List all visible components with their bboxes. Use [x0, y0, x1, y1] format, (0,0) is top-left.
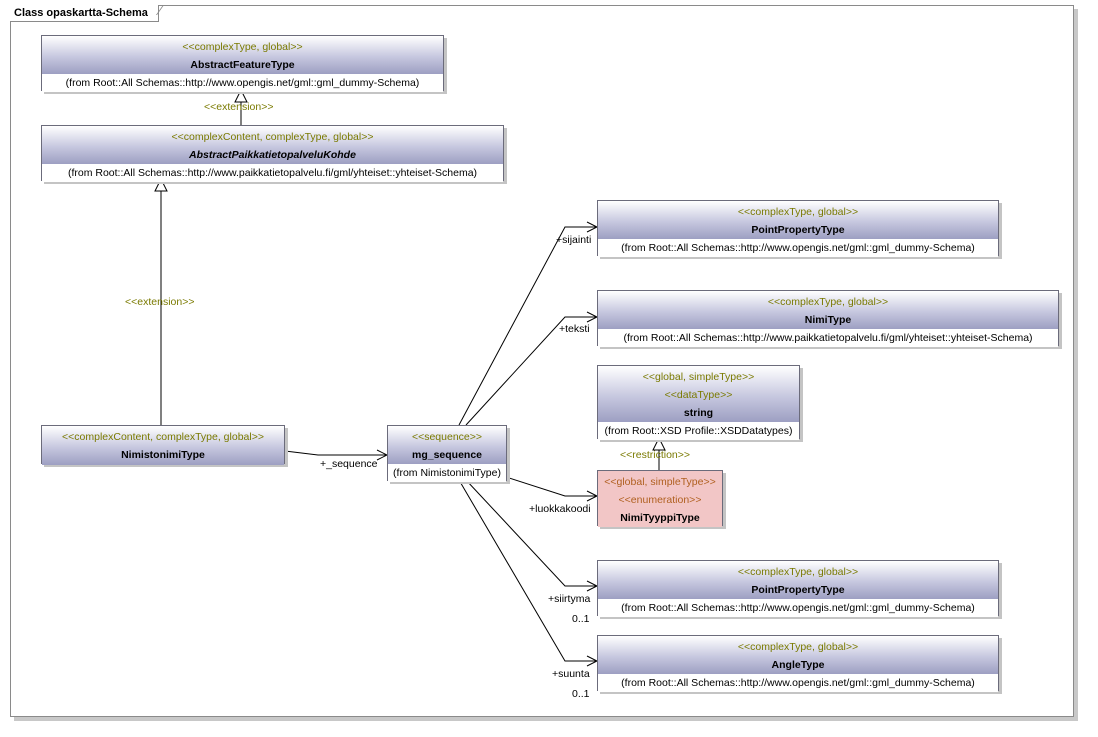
class-origin: (from Root::All Schemas::http://www.open… [598, 239, 998, 257]
class-stereotype-datatype: <<dataType>> [664, 389, 733, 401]
class-name: NimistonimiType [121, 449, 205, 461]
sijainti-edge [458, 226, 597, 426]
class-origin: (from Root::All Schemas::http://www.open… [598, 674, 998, 692]
role-sijainti: +sijainti [556, 234, 592, 246]
class-origin: (from Root::XSD Profile::XSDDatatypes) [598, 422, 799, 440]
class-name: PointPropertyType [751, 584, 845, 596]
suunta-edge [458, 479, 597, 662]
extension-arrowhead-1 [234, 88, 248, 103]
class-point-property-type[interactable]: <<complexType, global>> PointPropertyTyp… [597, 200, 999, 257]
class-stereotype: <<complexType, global>> [182, 41, 303, 53]
class-name: AbstractFeatureType [190, 59, 295, 71]
class-point-property-type-2[interactable]: <<complexType, global>> PointPropertyTyp… [597, 560, 999, 617]
luokkakoodi-edge [505, 476, 597, 497]
class-origin: (from NimistonimiType) [388, 464, 506, 482]
class-stereotype: <<complexContent, complexType, global>> [62, 431, 264, 443]
restriction-arrowhead [652, 436, 666, 451]
class-nimistonimi-type[interactable]: <<complexContent, complexType, global>> … [41, 425, 285, 465]
class-origin: (from Root::All Schemas::http://www.paik… [42, 164, 503, 182]
class-stereotype: <<complexType, global>> [767, 296, 889, 308]
role-siirtyma: +siirtyma [548, 593, 591, 605]
restriction-label: <<restriction>> [620, 449, 691, 461]
multiplicity-suunta: 0..1 [572, 688, 590, 700]
class-string[interactable]: <<global, simpleType>> <<dataType>> stri… [597, 365, 800, 440]
teksti-edge [465, 316, 597, 426]
class-mg-sequence[interactable]: <<sequence>> mg_sequence (from Nimistoni… [387, 425, 507, 482]
class-angle-type[interactable]: <<complexType, global>> AngleType (from … [597, 635, 999, 692]
role-teksti: +teksti [559, 323, 590, 335]
class-origin: (from Root::All Schemas::http://www.open… [598, 599, 998, 617]
extension-label-1: <<extension>> [204, 101, 274, 113]
role-luokkakoodi: +luokkakoodi [529, 503, 591, 515]
multiplicity-siirtyma: 0..1 [572, 613, 590, 625]
class-name: NimiType [804, 314, 852, 326]
class-origin: (from Root::All Schemas::http://www.open… [42, 74, 443, 92]
class-stereotype: <<sequence>> [411, 431, 483, 443]
enum-nimi-tyyppi-type[interactable]: <<global, simpleType>> <<enumeration>> N… [597, 470, 723, 527]
sequence-edge [284, 450, 387, 456]
class-name: AbstractPaikkatietopalveluKohde [189, 149, 356, 161]
extension-arrowhead-2 [154, 177, 168, 192]
class-stereotype: <<global, simpleType>> [604, 476, 716, 488]
class-name: NimiTyyppiType [620, 512, 700, 524]
role-suunta: +suunta [552, 668, 590, 680]
role-sequence: +_sequence [320, 458, 378, 470]
class-abstract-feature-type[interactable]: <<complexType, global>> AbstractFeatureT… [41, 35, 444, 92]
class-name: PointPropertyType [751, 224, 845, 236]
class-origin: (from Root::All Schemas::http://www.paik… [598, 329, 1058, 347]
class-nimi-type[interactable]: <<complexType, global>> NimiType (from R… [597, 290, 1059, 347]
class-abstract-paikkatietopalvelu-kohde[interactable]: <<complexContent, complexType, global>> … [41, 125, 504, 182]
class-stereotype: <<complexType, global>> [737, 206, 859, 218]
class-stereotype: <<global, simpleType>> [642, 371, 755, 383]
siirtyma-edge [465, 479, 597, 587]
diagram-title: Class opaskartta-Schema [10, 5, 159, 22]
class-stereotype-enumeration: <<enumeration>> [618, 494, 702, 506]
class-name: mg_sequence [411, 449, 483, 461]
class-name: string [683, 407, 714, 419]
class-stereotype: <<complexType, global>> [737, 641, 859, 653]
class-name: AngleType [771, 659, 825, 671]
class-stereotype: <<complexType, global>> [737, 566, 859, 578]
extension-label-2: <<extension>> [125, 296, 195, 308]
class-stereotype: <<complexContent, complexType, global>> [171, 131, 374, 143]
